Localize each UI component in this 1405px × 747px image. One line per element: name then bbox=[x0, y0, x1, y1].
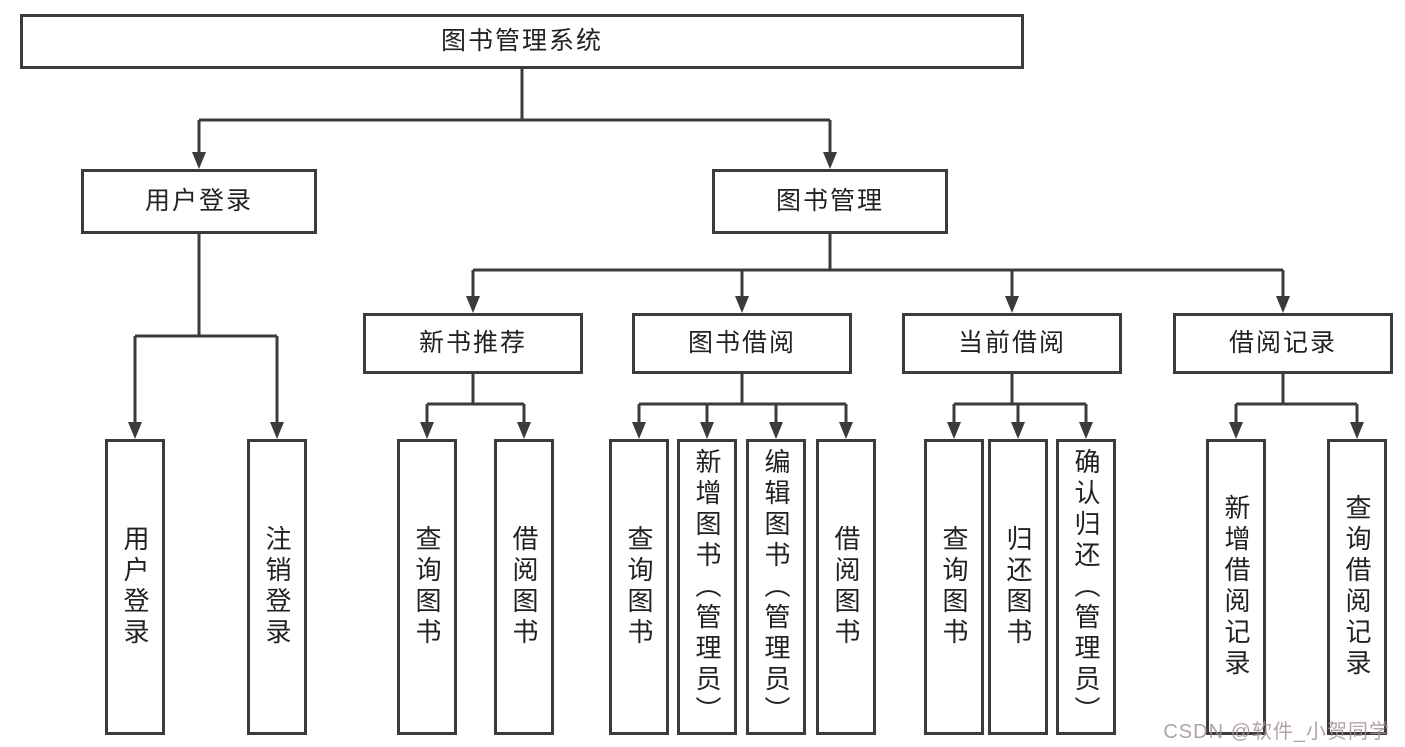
leaf-query-books-current-label: 查询图书 bbox=[939, 525, 969, 649]
node-root: 图书管理系统 bbox=[20, 14, 1024, 69]
leaf-query-books-borrow-label: 查询图书 bbox=[624, 525, 654, 649]
leaf-query-books-recommend: 查询图书 bbox=[397, 439, 457, 735]
leaf-logout-label: 注销登录 bbox=[262, 525, 292, 649]
leaf-query-borrow-record: 查询借阅记录 bbox=[1327, 439, 1387, 735]
node-user-login-label: 用户登录 bbox=[144, 187, 253, 215]
node-borrow-records-label: 借阅记录 bbox=[1228, 329, 1337, 357]
leaf-user-login: 用户登录 bbox=[105, 439, 165, 735]
leaf-return-books-label: 归还图书 bbox=[1003, 525, 1033, 649]
leaf-borrow-books-borrow-label: 借阅图书 bbox=[831, 525, 861, 649]
leaf-confirm-return-admin-label: 确认归还（管理员） bbox=[1071, 447, 1101, 727]
leaf-edit-books-admin: 编辑图书（管理员） bbox=[746, 439, 806, 735]
leaf-query-books-current: 查询图书 bbox=[924, 439, 984, 735]
leaf-add-borrow-record-label: 新增借阅记录 bbox=[1221, 494, 1251, 680]
node-new-book-recommend: 新书推荐 bbox=[363, 313, 583, 374]
leaf-query-books-borrow: 查询图书 bbox=[609, 439, 669, 735]
node-current-borrow: 当前借阅 bbox=[902, 313, 1122, 374]
leaf-add-borrow-record: 新增借阅记录 bbox=[1206, 439, 1266, 735]
leaf-borrow-books-recommend-label: 借阅图书 bbox=[509, 525, 539, 649]
csdn-watermark: CSDN @软件_小贺同学 bbox=[1163, 721, 1390, 743]
node-book-borrow: 图书借阅 bbox=[632, 313, 852, 374]
node-new-book-recommend-label: 新书推荐 bbox=[418, 329, 527, 357]
leaf-logout: 注销登录 bbox=[247, 439, 307, 735]
node-book-borrow-label: 图书借阅 bbox=[687, 329, 796, 357]
node-user-login: 用户登录 bbox=[81, 169, 317, 234]
leaf-return-books: 归还图书 bbox=[988, 439, 1048, 735]
leaf-user-login-label: 用户登录 bbox=[120, 525, 150, 649]
leaf-add-books-admin: 新增图书（管理员） bbox=[677, 439, 737, 735]
node-root-label: 图书管理系统 bbox=[440, 27, 603, 55]
leaf-add-books-admin-label: 新增图书（管理员） bbox=[692, 447, 722, 727]
leaf-query-books-recommend-label: 查询图书 bbox=[412, 525, 442, 649]
leaf-query-borrow-record-label: 查询借阅记录 bbox=[1342, 494, 1372, 680]
leaf-borrow-books-recommend: 借阅图书 bbox=[494, 439, 554, 735]
node-book-management-label: 图书管理 bbox=[775, 187, 884, 215]
arrowheads bbox=[128, 152, 1364, 439]
leaf-edit-books-admin-label: 编辑图书（管理员） bbox=[761, 447, 791, 727]
leaf-confirm-return-admin: 确认归还（管理员） bbox=[1056, 439, 1116, 735]
node-current-borrow-label: 当前借阅 bbox=[957, 329, 1066, 357]
leaf-borrow-books-borrow: 借阅图书 bbox=[816, 439, 876, 735]
node-book-management: 图书管理 bbox=[712, 169, 948, 234]
node-borrow-records: 借阅记录 bbox=[1173, 313, 1393, 374]
